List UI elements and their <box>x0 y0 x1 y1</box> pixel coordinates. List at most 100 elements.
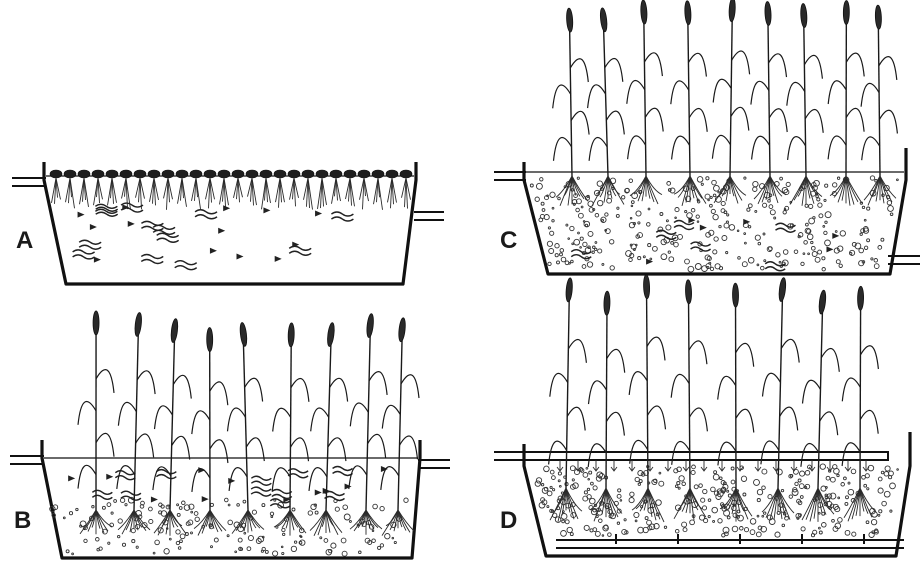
gravel-particle <box>550 470 554 474</box>
gravel-particle <box>373 504 378 509</box>
gravel-particle <box>713 250 717 254</box>
gravel-particle <box>731 480 735 484</box>
gravel-particle <box>741 476 746 481</box>
gravel-particle <box>380 506 384 510</box>
gravel-particle <box>228 504 230 506</box>
gravel-particle <box>72 553 74 555</box>
reed-plant <box>751 1 787 204</box>
gravel-particle <box>560 249 564 253</box>
gravel-particle <box>210 503 213 506</box>
gravel-particle <box>819 527 821 529</box>
gravel-particle <box>629 258 633 262</box>
gravel-particle <box>826 476 830 480</box>
reed-spike <box>566 8 573 32</box>
gravel-particle <box>811 241 813 243</box>
gravel-particle <box>622 529 627 534</box>
panel-b-surface-flow: B <box>10 311 450 558</box>
reed-leaf <box>588 444 606 467</box>
gravel-particle <box>783 211 786 214</box>
reed-spike <box>732 283 738 307</box>
gravel-particle <box>169 538 171 540</box>
gravel-particle <box>107 503 111 507</box>
gravel-particle <box>881 238 884 241</box>
reed-plant <box>629 275 665 522</box>
reed-leaf <box>137 371 155 394</box>
reed-leaf <box>400 436 418 459</box>
flow-arrow <box>263 207 270 213</box>
flow-wave <box>333 466 353 475</box>
gravel-particle <box>331 543 336 548</box>
panel-a-floating-plants: A <box>12 162 444 284</box>
gravel-particle <box>779 261 781 263</box>
reed-spike <box>800 3 807 27</box>
gravel-particle <box>631 201 634 204</box>
reed-root <box>790 176 806 205</box>
floating-leaf <box>64 170 76 178</box>
gravel-particle <box>96 538 100 542</box>
gravel-particle <box>617 494 621 498</box>
reed-stem <box>688 23 690 176</box>
reed-stem <box>570 30 572 176</box>
gravel-particle <box>688 266 694 272</box>
gravel-particle <box>889 471 894 476</box>
gravel-particle <box>659 472 661 474</box>
gravel-particle <box>125 504 127 506</box>
floating-leaf <box>302 170 314 178</box>
panel-c-horizontal-subsurface: C <box>494 0 920 274</box>
gravel-particle <box>118 519 122 523</box>
reed-spike <box>207 327 213 351</box>
gravel-particle <box>558 197 561 200</box>
gravel-particle <box>114 500 117 503</box>
gravel-particle <box>547 241 552 246</box>
gravel-particle <box>715 264 720 269</box>
reed-leaf <box>118 402 136 425</box>
drip-arrow <box>611 460 617 471</box>
gravel-particle <box>555 244 559 248</box>
gravel-particle <box>629 179 633 183</box>
gravel-particle <box>605 213 608 216</box>
reed-leaf <box>736 409 754 432</box>
gravel-particle <box>535 197 539 201</box>
gravel-particle <box>227 535 229 537</box>
substrate-c <box>530 176 898 272</box>
reed-leaf <box>228 408 246 431</box>
gravel-particle <box>555 254 558 257</box>
gravel-particle <box>770 210 775 215</box>
gravel-particle <box>831 477 836 482</box>
reed-leaf <box>647 337 665 360</box>
gravel-particle <box>541 484 543 486</box>
reed-leaf <box>96 433 114 456</box>
floating-leaf <box>78 170 90 178</box>
flow-arrow <box>228 478 235 484</box>
gravel-particle <box>666 220 668 222</box>
gravel-particle <box>725 532 729 536</box>
reed-leaf <box>645 108 663 131</box>
gravel-particle <box>803 253 805 255</box>
gravel-particle <box>758 242 761 245</box>
reed-leaf <box>172 436 190 459</box>
gravel-particle <box>647 520 652 525</box>
gravel-particle <box>136 546 138 548</box>
gravel-particle <box>878 488 883 493</box>
gravel-particle <box>888 206 894 212</box>
gravel-particle <box>850 253 852 255</box>
reed-leaf <box>210 440 228 463</box>
gravel-particle <box>724 223 729 228</box>
gravel-particle <box>549 249 554 254</box>
reed-leaf <box>804 55 822 78</box>
gravel-particle <box>718 519 722 523</box>
gravel-particle <box>76 508 78 510</box>
flow-wave <box>175 261 197 270</box>
reed-leaf <box>192 469 210 492</box>
reed-leaf <box>769 109 787 132</box>
gravel-particle <box>108 542 110 544</box>
gravel-particle <box>753 181 758 186</box>
reed-leaf <box>369 372 387 395</box>
gravel-particle <box>711 487 716 492</box>
gravel-particle <box>859 248 864 253</box>
gravel-particle <box>701 183 703 185</box>
gravel-particle <box>864 246 867 249</box>
gravel-particle <box>164 549 169 554</box>
gravel-particle <box>719 225 721 227</box>
gravel-particle <box>811 246 815 250</box>
